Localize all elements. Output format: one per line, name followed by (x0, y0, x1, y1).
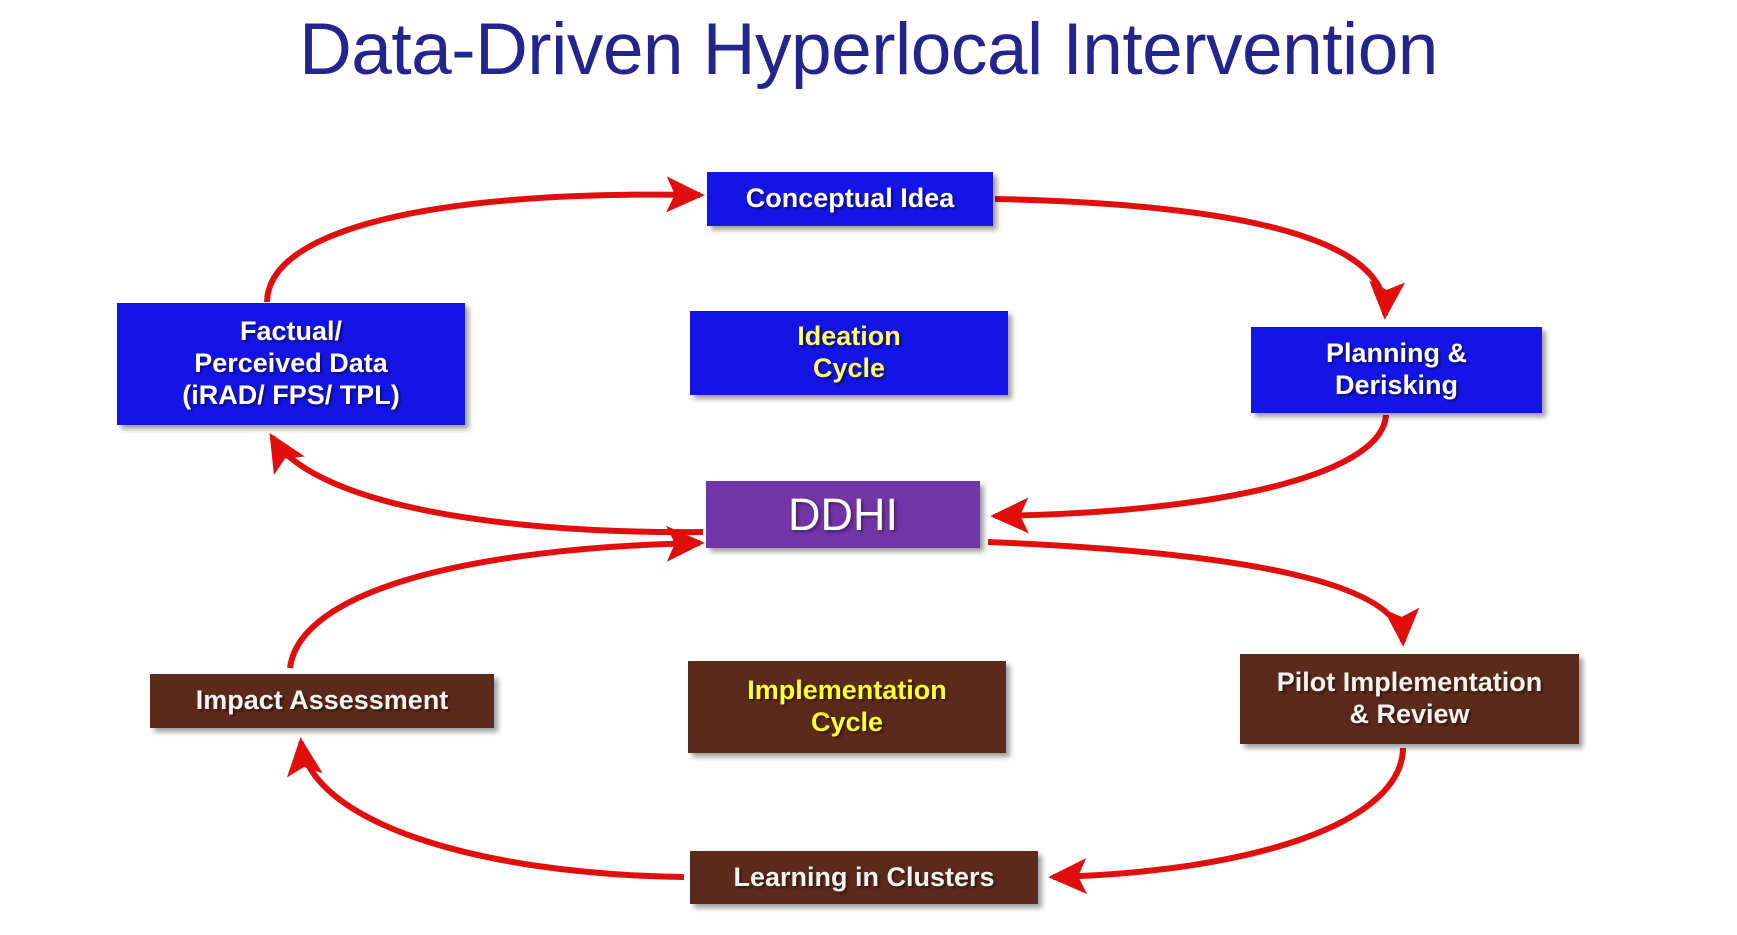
arrow-pilot-to-learning (1048, 747, 1406, 895)
node-ddhi-label: DDHI (788, 488, 898, 540)
node-pilot-implementation-line1: Pilot Implementation (1276, 667, 1543, 698)
node-ideation-cycle[interactable]: Ideation Cycle (690, 311, 1008, 395)
node-factual-data-line2: Perceived Data (194, 348, 388, 379)
node-impact-assessment-label: Impact Assessment (195, 685, 449, 716)
node-conceptual-idea-label: Conceptual Idea (745, 183, 955, 214)
node-learning-clusters-label: Learning in Clusters (733, 861, 995, 892)
node-implementation-cycle-line2: Cycle (810, 707, 884, 737)
node-factual-data-line1: Factual/ (239, 316, 343, 347)
node-impact-assessment[interactable]: Impact Assessment (150, 674, 494, 728)
node-planning-derisking-line2: Derisking (1334, 370, 1459, 400)
arrow-ddhi-to-data (269, 432, 704, 536)
node-conceptual-idea[interactable]: Conceptual Idea (707, 172, 993, 226)
node-planning-derisking[interactable]: Planning & Derisking (1251, 327, 1542, 413)
node-factual-data-line3: (iRAD/ FPS/ TPL) (182, 379, 400, 410)
arrow-planning-to-ddhi (990, 414, 1389, 534)
node-ideation-cycle-line2: Cycle (812, 353, 886, 383)
arrow-ddhi-to-pilot (987, 539, 1420, 647)
node-factual-perceived-data[interactable]: Factual/ Perceived Data (iRAD/ FPS/ TPL) (117, 303, 465, 425)
node-pilot-implementation-line2: & Review (1349, 699, 1470, 729)
page-title: Data-Driven Hyperlocal Intervention (299, 9, 1438, 90)
node-learning-in-clusters[interactable]: Learning in Clusters (690, 851, 1038, 904)
node-implementation-cycle[interactable]: Implementation Cycle (688, 661, 1006, 753)
node-ddhi[interactable]: DDHI (706, 481, 980, 548)
node-planning-derisking-line1: Planning & (1326, 338, 1467, 369)
arrow-learning-to-impact (287, 737, 685, 880)
node-ideation-cycle-line1: Ideation (797, 321, 901, 352)
arrow-data-to-idea (264, 176, 705, 303)
arrow-impact-to-ddhi (287, 525, 705, 669)
node-implementation-cycle-line1: Implementation (747, 675, 947, 706)
arrow-idea-to-planning (994, 196, 1406, 320)
node-pilot-implementation-review[interactable]: Pilot Implementation & Review (1240, 654, 1579, 744)
